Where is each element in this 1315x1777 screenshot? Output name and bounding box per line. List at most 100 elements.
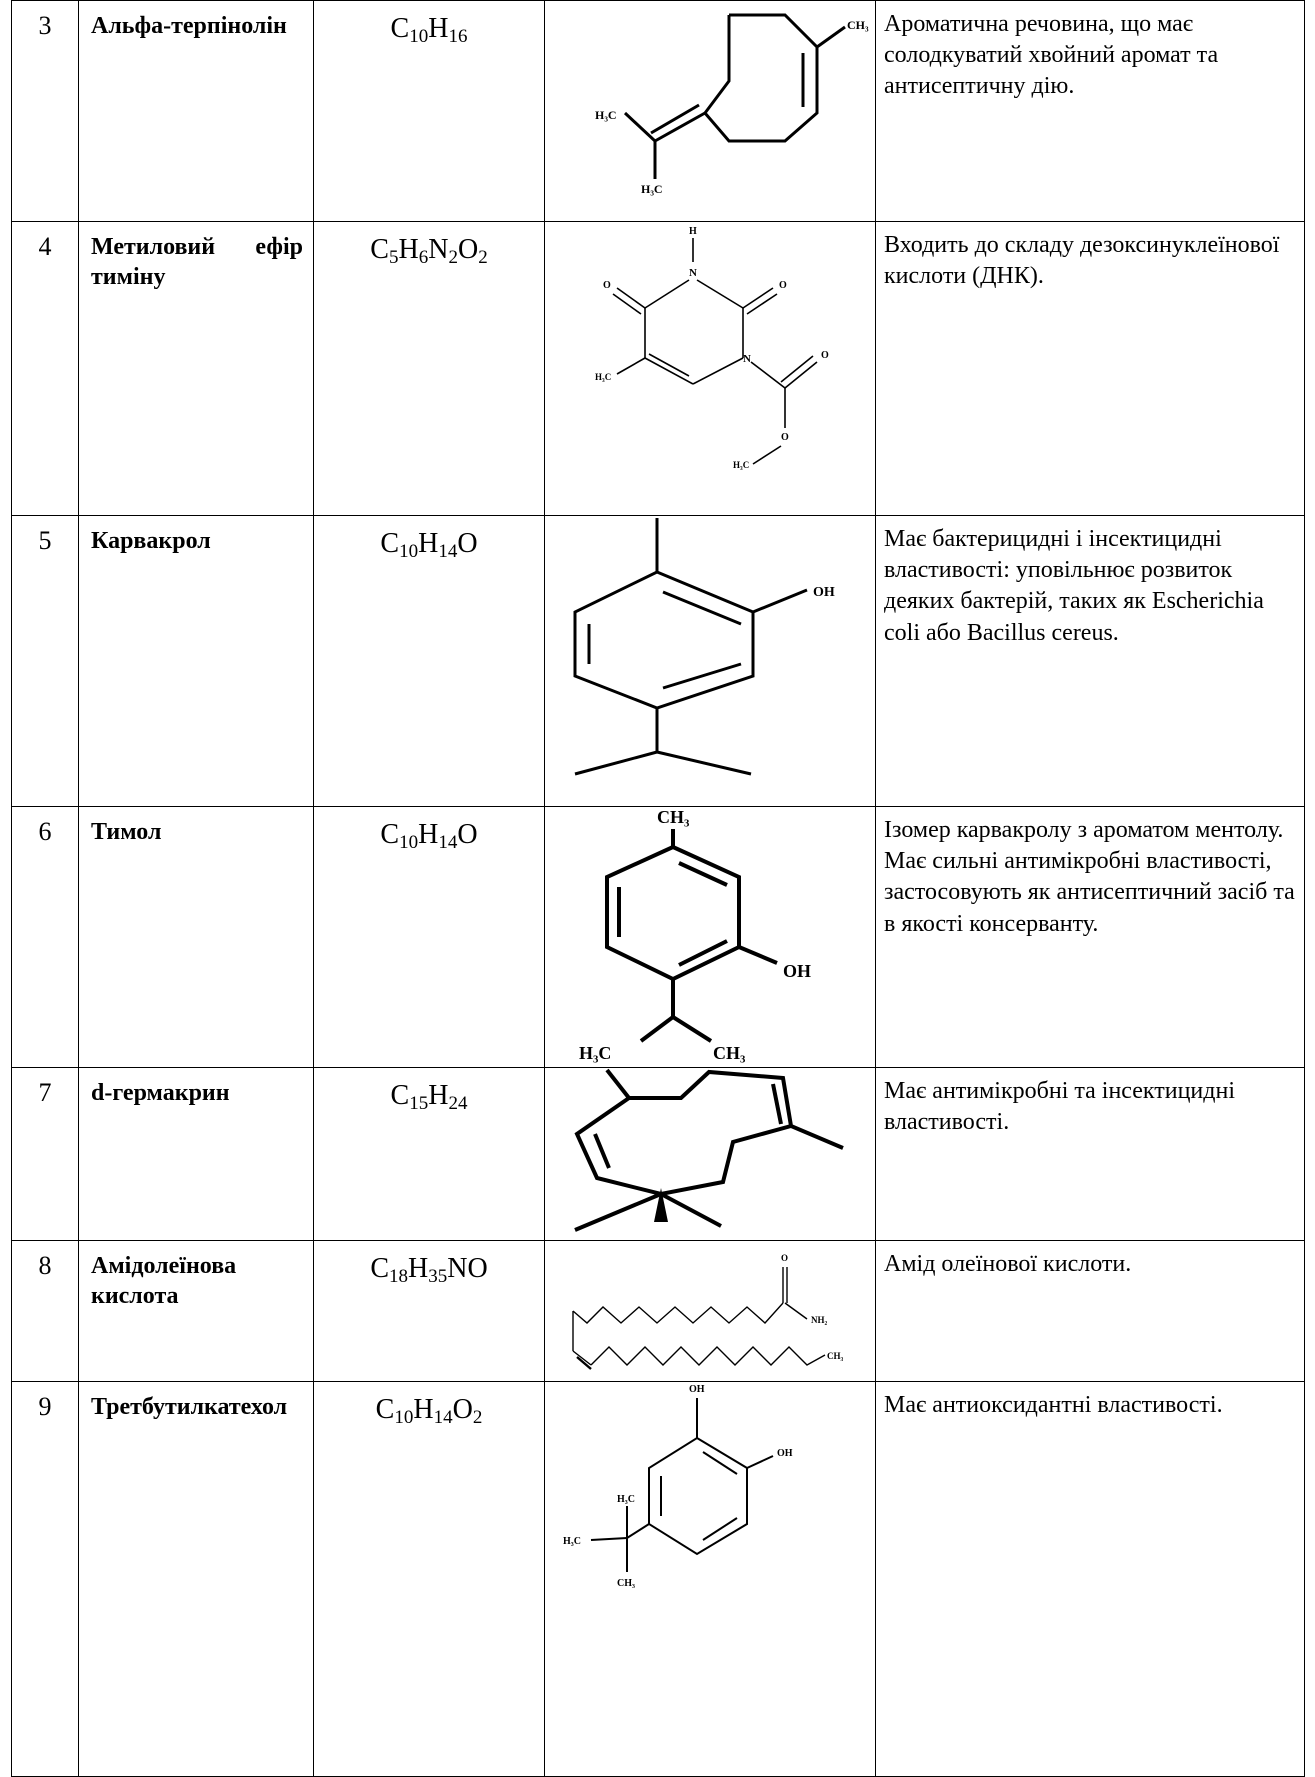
o-label: O xyxy=(779,280,787,291)
formula-element: H xyxy=(408,1253,429,1284)
table-row: 4 Метиловий ефір тиміну C5H6N2O2 xyxy=(11,221,1305,516)
ch3-label: CH₃ xyxy=(827,1351,844,1361)
compound-name: d-гермакрин xyxy=(78,1067,314,1241)
formula-subscript: 35 xyxy=(428,1266,448,1287)
row-number: 7 xyxy=(11,1067,79,1241)
o-label: O xyxy=(603,280,611,291)
formula-element: O xyxy=(457,819,478,850)
structure-cell xyxy=(544,1067,876,1241)
row-number: 3 xyxy=(11,0,79,222)
formula-subscript: 14 xyxy=(433,1407,453,1428)
formula-subscript: 16 xyxy=(448,26,468,47)
formula-subscript: 14 xyxy=(438,832,458,853)
h3c-label: H₃C xyxy=(595,372,611,382)
row-number: 4 xyxy=(11,221,79,516)
formula-subscript: 14 xyxy=(438,541,458,562)
row-number: 5 xyxy=(11,515,79,807)
formula-element: C xyxy=(370,234,389,265)
molecular-formula: C10H14O xyxy=(313,806,545,1068)
description: Має бактерицидні і інсектицидні властиво… xyxy=(875,515,1305,807)
molecular-formula: C15H24 xyxy=(313,1067,545,1241)
description: Ізомер карвакролу з ароматом ментолу. Ма… xyxy=(875,806,1305,1068)
compounds-table: 3 Альфа-терпінолін C10H16 CH₃ H₃C H₃C Ар… xyxy=(11,0,1305,1777)
formula-element: C xyxy=(390,13,410,44)
structure-cell: OH OH H₃C H₃C CH₃ xyxy=(544,1381,876,1777)
compound-name: Тимол xyxy=(78,806,314,1068)
formula-subscript: 18 xyxy=(389,1266,408,1287)
compound-name: Третбутилкатехол xyxy=(78,1381,314,1777)
oh-label: OH xyxy=(813,585,835,600)
o-label: O xyxy=(781,1253,788,1263)
description: Ароматична речовина, що має солодкуватий… xyxy=(875,0,1305,222)
formula-element: C xyxy=(390,1080,410,1111)
formula-subscript: 10 xyxy=(399,832,419,853)
structure-cell: O NH₂ CH₃ xyxy=(544,1240,876,1382)
table-row: 8 Амідолеїнова кислота C18H35NO O NH₂ CH… xyxy=(11,1240,1305,1382)
formula-element: N xyxy=(428,234,449,265)
ch3-label: CH₃ xyxy=(713,1043,746,1063)
carvacrol-structure: OH xyxy=(573,518,835,776)
formula-subscript: 10 xyxy=(409,26,429,47)
formula-element: H xyxy=(428,13,449,44)
formula-element: H xyxy=(398,234,419,265)
table-row: 5 Карвакрол C10H14O OH Має бактерицидні … xyxy=(11,515,1305,807)
formula-element: H xyxy=(428,1080,449,1111)
thymol-structure: CH₃ OH H₃C CH₃ xyxy=(579,807,811,1063)
h3c-label: H₃C xyxy=(595,108,617,122)
structure-cell: OH xyxy=(544,515,876,807)
description: Входить до складу дезоксинуклеїнової кис… xyxy=(875,221,1305,516)
formula-element: C xyxy=(370,1253,389,1284)
oh-label: OH xyxy=(783,961,811,981)
molecular-formula: C10H14O xyxy=(313,515,545,807)
ch3-label: CH₃ xyxy=(657,807,690,827)
alpha-terpinolene-structure: CH₃ H₃C H₃C xyxy=(595,13,869,196)
formula-element: NO xyxy=(447,1253,488,1284)
molecular-formula: C10H14O2 xyxy=(313,1381,545,1777)
formula-subscript: 10 xyxy=(399,541,419,562)
table-row: 3 Альфа-терпінолін C10H16 CH₃ H₃C H₃C Ар… xyxy=(11,0,1305,222)
table-row: 6 Тимол C10H14O CH₃ OH H₃C CH₃ Ізомер ка… xyxy=(11,806,1305,1068)
formula-subscript: 24 xyxy=(448,1093,468,1114)
formula-subscript: 2 xyxy=(472,1407,483,1428)
structure-cell: CH₃ H₃C H₃C xyxy=(544,0,876,222)
n-label: N xyxy=(689,267,697,279)
description: Має антиоксидантні властивості. xyxy=(875,1381,1305,1777)
n-label: N xyxy=(743,353,751,365)
h3c-label: H₃C xyxy=(563,1536,581,1547)
nh2-label: NH₂ xyxy=(811,1315,828,1325)
o-label: O xyxy=(781,432,789,443)
table-row: 9 Третбутилкатехол C10H14O2 OH OH H₃C H₃… xyxy=(11,1381,1305,1777)
compound-name: Альфа-терпінолін xyxy=(78,0,314,222)
tert-butylcatechol-structure: OH OH H₃C H₃C CH₃ xyxy=(563,1384,793,1589)
ch3-label: CH₃ xyxy=(617,1578,635,1589)
structure-cell: H N O O N O O H₃C H₃C xyxy=(544,221,876,516)
oleamide-structure: O NH₂ CH₃ xyxy=(572,1253,844,1370)
h3c-label: H₃C xyxy=(641,182,663,196)
compound-name: Метиловий ефір тиміну xyxy=(78,221,314,516)
formula-element: C xyxy=(380,819,400,850)
formula-element: H xyxy=(418,819,439,850)
formula-subscript: 2 xyxy=(478,247,488,268)
molecular-formula: C18H35NO xyxy=(313,1240,545,1382)
formula-subscript: 2 xyxy=(448,247,458,268)
table-row: 7 d-гермакрин C15H24 Має антимікробні та… xyxy=(11,1067,1305,1241)
oh-label: OH xyxy=(777,1448,793,1459)
description: Має антимікробні та інсектицидні властив… xyxy=(875,1067,1305,1241)
row-number: 9 xyxy=(11,1381,79,1777)
h3c-label: H₃C xyxy=(733,460,749,470)
compound-name: Амідолеїнова кислота xyxy=(78,1240,314,1382)
formula-subscript: 15 xyxy=(409,1093,429,1114)
compound-name: Карвакрол xyxy=(78,515,314,807)
row-number: 8 xyxy=(11,1240,79,1382)
h3c-label: H₃C xyxy=(579,1043,611,1063)
h3c-label: H₃C xyxy=(617,1494,635,1505)
structure-cell: CH₃ OH H₃C CH₃ xyxy=(544,806,876,1068)
formula-element: O xyxy=(452,1394,473,1425)
description: Амід олеїнової кислоти. xyxy=(875,1240,1305,1382)
formula-element: O xyxy=(457,234,479,265)
row-number: 6 xyxy=(11,806,79,1068)
thymine-methyl-ester-structure: H N O O N O O H₃C H₃C xyxy=(595,226,829,470)
formula-element: O xyxy=(457,528,478,559)
formula-element: H xyxy=(418,528,439,559)
formula-subscript: 10 xyxy=(394,1407,414,1428)
